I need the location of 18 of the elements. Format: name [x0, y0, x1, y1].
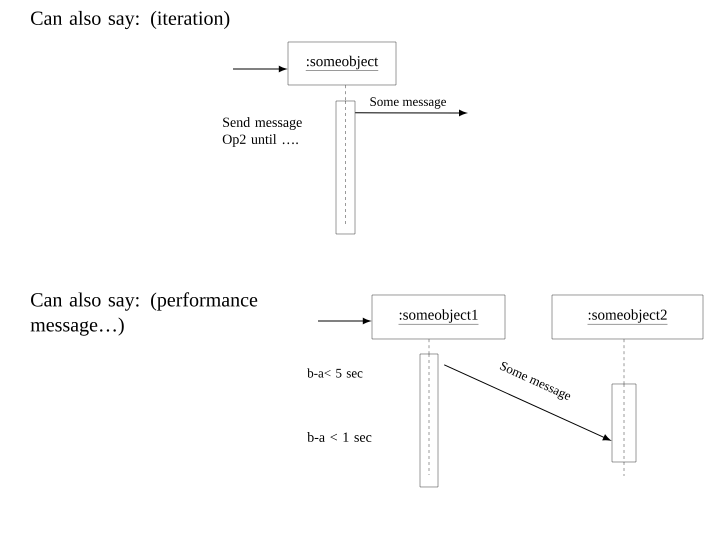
activation-bar — [336, 100, 356, 234]
note: Send message Op2 until …. — [222, 117, 302, 147]
activation-bar — [420, 354, 438, 488]
object-box: :someobject — [288, 42, 396, 86]
lifeline — [428, 339, 430, 354]
message-arrow — [318, 318, 370, 324]
edge-label: Some message — [368, 96, 448, 110]
note: b-a< 5 sec — [307, 368, 362, 378]
object-box: :someobject2 — [552, 294, 704, 340]
message-arrow — [232, 66, 286, 72]
message-arrow — [354, 110, 466, 116]
object-box: :someobject1 — [372, 294, 506, 340]
activation-bar — [612, 384, 636, 462]
message-arrow — [444, 364, 610, 441]
heading: Can also say: (performance message…) — [30, 292, 258, 336]
note: b-a < 1 sec — [307, 432, 372, 442]
lifeline — [345, 85, 346, 101]
heading: Can also say: (iteration) — [31, 10, 230, 30]
